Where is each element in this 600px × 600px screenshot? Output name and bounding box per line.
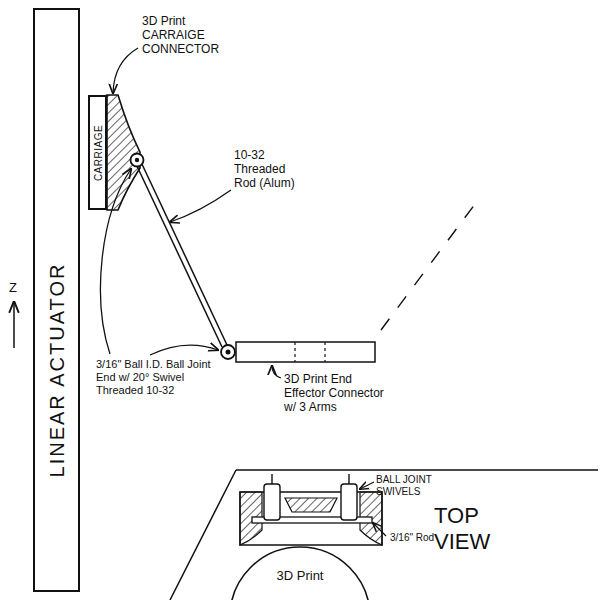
view-title: TOP VIEW: [434, 503, 504, 555]
end-effector-arm: [236, 342, 375, 362]
leader-line: [360, 482, 374, 489]
part-note: 10-32 Threaded Rod (Alum): [234, 148, 296, 190]
dashed-arm: [381, 200, 478, 330]
swivel-stem: [271, 474, 272, 484]
leader-line: [170, 190, 231, 222]
node-label: LINEAR ACTUATOR: [46, 262, 68, 477]
hatched-section: [285, 498, 337, 512]
leader-line: [150, 345, 218, 355]
node-label: CARRIAGE: [92, 124, 103, 180]
part-note: BALL JOINT SWIVELS: [376, 474, 446, 498]
ball-joint-center: [135, 158, 139, 162]
hidden-line: [294, 342, 295, 362]
part-note: 3D Print CARRAIGE CONNECTOR: [142, 14, 234, 56]
threaded-rod: [141, 162, 227, 345]
leader-line: [113, 48, 138, 93]
hidden-line: [324, 342, 325, 362]
swivel: [264, 484, 280, 520]
axis-arrow: [13, 302, 15, 348]
ball-joint: [221, 345, 235, 359]
ball-joint-center: [226, 350, 231, 355]
threaded-rod: [136, 164, 222, 347]
leader-line: [373, 523, 386, 536]
top-view-body: [240, 492, 382, 545]
swivel-stem: [348, 474, 349, 484]
swivel: [341, 484, 357, 520]
part-note: 3/16" Rod: [390, 532, 450, 544]
axis-label: Z: [9, 280, 23, 295]
print-circle: 3D Print: [228, 545, 372, 600]
actuator-box: LINEAR ACTUATOR: [33, 8, 80, 592]
ball-joint: [131, 154, 144, 167]
part-note: 3/16" Ball I.D. Ball Joint End w/ 20° Sw…: [96, 358, 214, 397]
carriage-connector: [107, 95, 140, 210]
node-label: 3D Print: [228, 569, 372, 583]
carriage-box: CARRIAGE: [88, 95, 107, 210]
view-frame: [170, 470, 598, 600]
part-note: 3D Print End Effector Connector w/ 3 Arm…: [284, 372, 384, 414]
leader-line: [272, 366, 281, 378]
